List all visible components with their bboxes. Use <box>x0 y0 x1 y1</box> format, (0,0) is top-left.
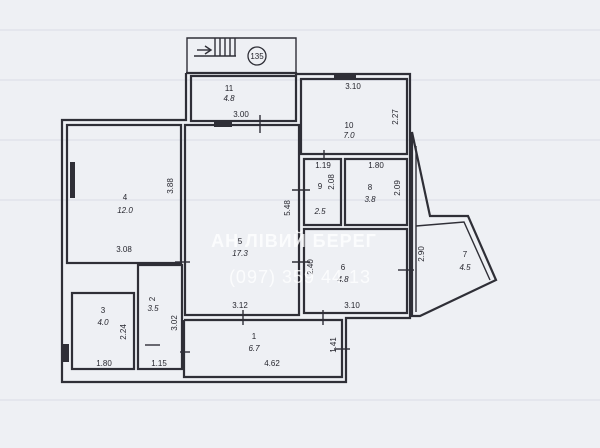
dimension-label: 5.48 <box>283 200 292 216</box>
dimension-label: 2.40 <box>306 259 315 275</box>
dimension-label: 2.09 <box>393 180 402 196</box>
staircase <box>186 37 297 73</box>
room-2-area: 3.5 <box>147 304 159 313</box>
room-11-area: 4.8 <box>223 94 235 103</box>
dimension-label: 2.27 <box>391 109 400 125</box>
dimension-label: 1.80 <box>368 161 384 170</box>
room-6-number: 6 <box>341 263 346 272</box>
room-5-number: 5 <box>238 237 243 246</box>
room-1-area: 6.7 <box>248 344 260 353</box>
room-5-area: 17.3 <box>232 249 248 258</box>
window-mark <box>70 162 75 198</box>
room-10-area: 7.0 <box>343 131 355 140</box>
room-8-number: 8 <box>368 183 373 192</box>
room-4-number: 4 <box>123 193 128 202</box>
dimension-label: 1.15 <box>151 359 167 368</box>
dimension-label: 1.19 <box>315 161 331 170</box>
walls <box>60 71 498 384</box>
dimension-label: 4.62 <box>264 359 280 368</box>
room-9-number: 9 <box>318 182 323 191</box>
window-mark <box>334 75 356 80</box>
dimension-label: 1.41 <box>329 337 338 353</box>
dimension-label: 2.90 <box>417 246 426 262</box>
dimension-label: 3.88 <box>166 178 175 194</box>
room-2-number: 2 <box>148 296 157 301</box>
entry-marker: 135 <box>247 46 267 66</box>
room-3-number: 3 <box>101 306 106 315</box>
dimension-label: 3.00 <box>233 110 249 119</box>
dimension-labels: 3.10 2.27 3.00 1.19 1.80 3.88 5.48 2.08 … <box>96 82 426 368</box>
dimension-label: 1.80 <box>96 359 112 368</box>
window-mark <box>214 122 232 127</box>
room-10-number: 10 <box>345 121 354 130</box>
room-3-area: 4.0 <box>97 318 109 327</box>
dimension-label: 2.24 <box>119 324 128 340</box>
room-11-number: 11 <box>225 84 234 93</box>
room-7-number: 7 <box>463 250 468 259</box>
room-4-area: 12.0 <box>117 206 133 215</box>
room-6-area: 4.8 <box>337 275 349 284</box>
dimension-label: 3.12 <box>232 301 248 310</box>
watermark-phone: (097) 359 44 13 <box>229 267 371 287</box>
dimension-label: 3.02 <box>170 315 179 331</box>
dimension-label: 3.10 <box>344 301 360 310</box>
room-9-area: 2.5 <box>313 207 326 216</box>
agency-watermark: АН ЛІВИЙ БЕРЕГ (097) 359 44 13 <box>211 230 377 287</box>
watermark-agency-name: АН ЛІВИЙ БЕРЕГ <box>211 230 377 251</box>
room-1-number: 1 <box>252 332 257 341</box>
dimension-label: 3.10 <box>345 82 361 91</box>
room-8-area: 3.8 <box>364 195 376 204</box>
room-7-area: 4.5 <box>459 263 471 272</box>
room-labels: 11 4.8 10 7.0 4 12.0 5 17.3 9 2.5 8 3.8 … <box>97 84 471 353</box>
dimension-label: 3.08 <box>116 245 132 254</box>
dimension-label: 2.08 <box>327 174 336 190</box>
window-mark <box>63 344 69 362</box>
entry-marker-label: 135 <box>250 52 264 61</box>
